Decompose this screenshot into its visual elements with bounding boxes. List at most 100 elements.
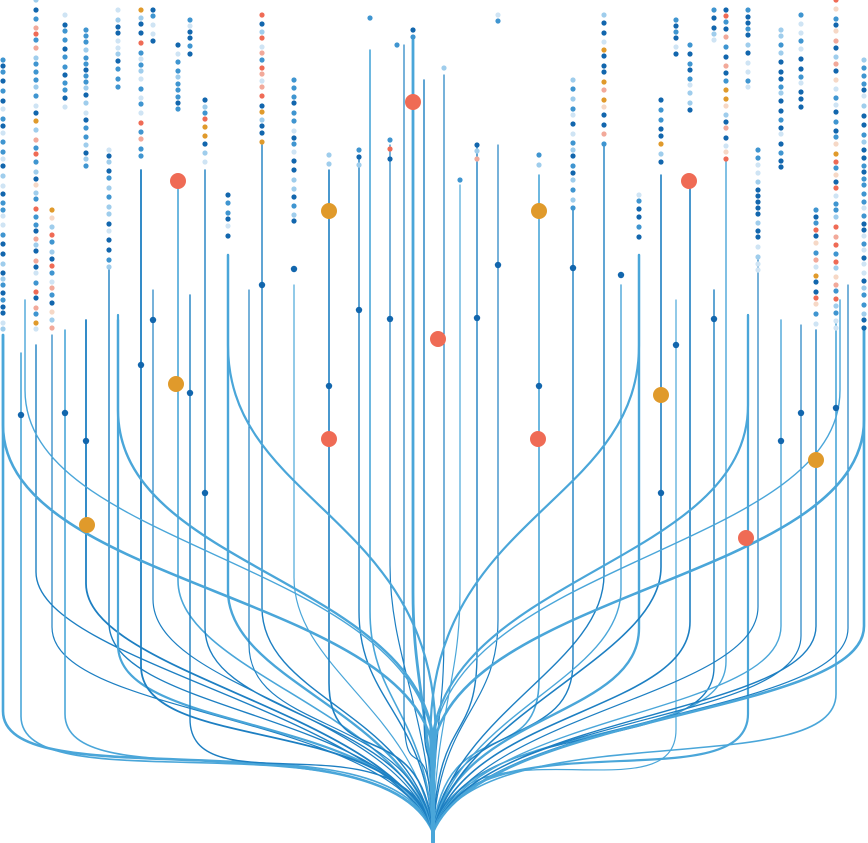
- branch-arc: [116, 318, 437, 784]
- stem-dot: [797, 409, 805, 417]
- dot: [601, 63, 607, 69]
- dot: [138, 95, 144, 101]
- dot: [83, 39, 89, 45]
- dot: [291, 149, 297, 155]
- dot: [291, 100, 297, 106]
- dot: [833, 16, 839, 22]
- dot: [49, 232, 55, 238]
- dot: [745, 42, 751, 48]
- dot: [0, 130, 6, 136]
- dot: [861, 199, 867, 205]
- branch-line: [432, 259, 759, 833]
- dot: [723, 149, 729, 155]
- dot: [291, 128, 297, 134]
- accent-marker: [653, 387, 669, 403]
- dot: [833, 102, 839, 108]
- dot: [83, 67, 89, 73]
- dot: [813, 273, 819, 279]
- dot: [723, 26, 729, 32]
- dot: [106, 228, 112, 234]
- dot: [711, 37, 717, 43]
- dot: [49, 256, 55, 262]
- dot: [536, 152, 542, 158]
- dot: [175, 94, 181, 100]
- dot: [833, 151, 839, 157]
- dot: [33, 45, 39, 51]
- dot: [474, 156, 480, 162]
- dot: [115, 17, 121, 23]
- dot: [833, 242, 839, 248]
- dot: [601, 112, 607, 118]
- dot: [798, 89, 804, 95]
- dot: [0, 106, 6, 112]
- branch-line: [432, 179, 691, 833]
- dot: [798, 21, 804, 27]
- dot: [33, 31, 39, 37]
- branch-line: [20, 352, 434, 833]
- dot: [33, 206, 39, 212]
- branch-line: [432, 284, 622, 833]
- dot: [658, 107, 664, 113]
- dot: [259, 12, 265, 18]
- dot: [658, 117, 664, 123]
- dot: [833, 325, 839, 331]
- stem-dot: [494, 261, 502, 269]
- dot: [833, 6, 839, 12]
- dot: [861, 227, 867, 233]
- dot: [115, 7, 121, 13]
- stem-dot: [832, 404, 840, 412]
- dot: [83, 73, 89, 79]
- stem-dot: [61, 409, 69, 417]
- dot: [601, 131, 607, 137]
- dot: [798, 80, 804, 86]
- dot: [570, 112, 576, 118]
- dot: [175, 59, 181, 65]
- dot: [83, 33, 89, 39]
- dot: [570, 77, 576, 83]
- dot: [0, 304, 6, 310]
- branch-line: [432, 174, 662, 833]
- dot: [291, 110, 297, 116]
- dot: [636, 192, 642, 198]
- dot: [33, 55, 39, 61]
- dot: [291, 141, 297, 147]
- branch-line: [431, 253, 641, 834]
- dot: [798, 46, 804, 52]
- dot: [175, 100, 181, 106]
- dot: [723, 135, 729, 141]
- dot: [833, 185, 839, 191]
- dot: [387, 156, 393, 162]
- dot: [778, 76, 784, 82]
- dot: [833, 54, 839, 60]
- dot: [291, 85, 297, 91]
- dot: [601, 97, 607, 103]
- dot: [33, 295, 39, 301]
- dot: [138, 56, 144, 62]
- dot: [33, 69, 39, 75]
- dot: [798, 38, 804, 44]
- dot: [0, 88, 6, 94]
- dot: [723, 125, 729, 131]
- stem-dot: [657, 489, 665, 497]
- dot: [861, 292, 867, 298]
- dot: [0, 78, 6, 84]
- dot: [755, 220, 761, 226]
- dot: [62, 46, 68, 52]
- dot: [861, 270, 867, 276]
- dot: [755, 261, 761, 267]
- dot: [833, 28, 839, 34]
- dot: [861, 87, 867, 93]
- branch-line: [64, 329, 434, 833]
- dot: [259, 84, 265, 90]
- dot: [49, 317, 55, 323]
- dot: [175, 87, 181, 93]
- dot: [0, 200, 6, 206]
- dot: [49, 300, 55, 306]
- dot: [115, 58, 121, 64]
- stem-dot: [82, 437, 90, 445]
- dot: [755, 179, 761, 185]
- dot: [798, 74, 804, 80]
- dot: [861, 65, 867, 71]
- dot: [33, 151, 39, 157]
